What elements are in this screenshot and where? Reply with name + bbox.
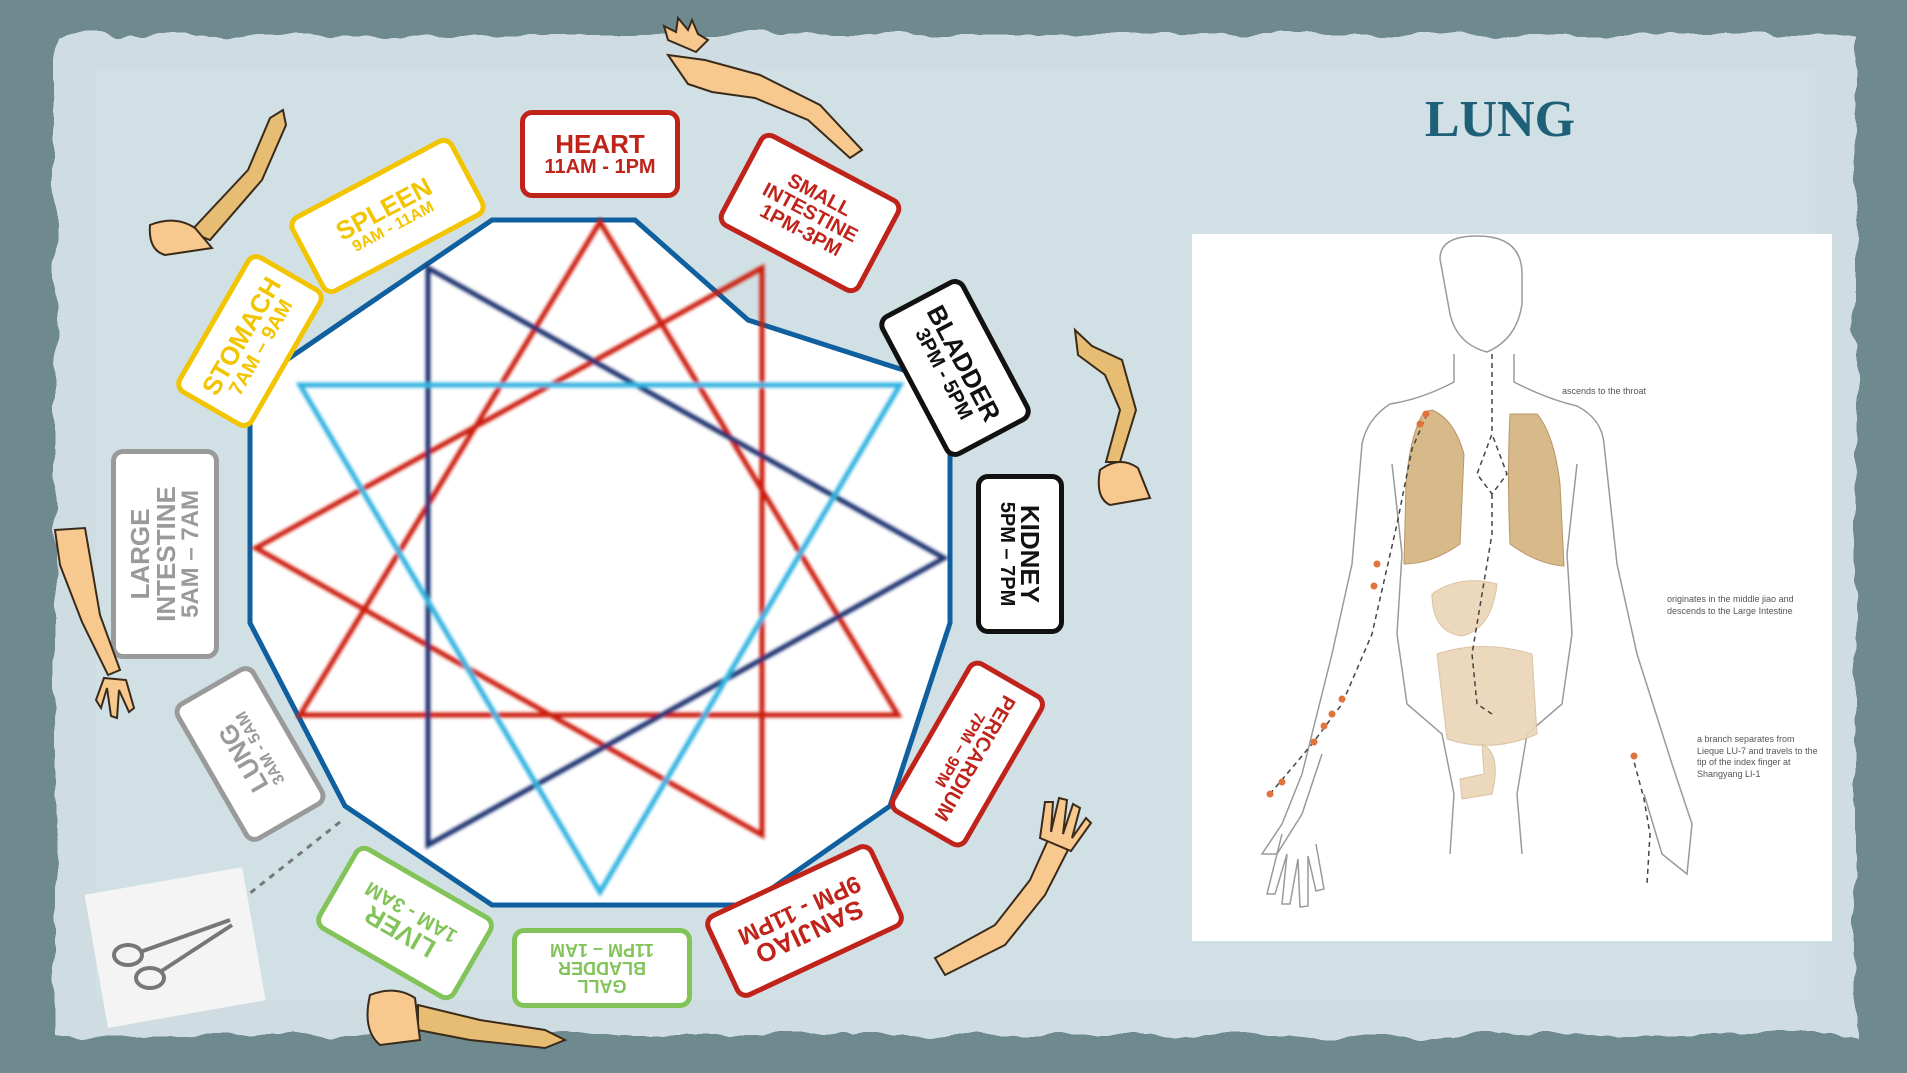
organ-box-heart: HEART 11AM - 1PM xyxy=(520,110,680,198)
organ-time: 5AM – 7AM xyxy=(179,490,203,618)
lung-meridian-figure: ascends to the throat originates in the … xyxy=(1192,234,1832,941)
organ-time: 11AM - 1PM xyxy=(544,157,655,177)
organ-name: HEART xyxy=(555,131,645,157)
dodecagon xyxy=(250,220,950,905)
organ-box-large-intestine: LARGE INTESTINE 5AM – 7AM xyxy=(111,449,219,659)
annotation-throat: ascends to the throat xyxy=(1562,386,1742,398)
body-outline-figure xyxy=(1192,234,1832,941)
colon-shape xyxy=(1460,744,1495,799)
organ-time: 5PM – 7PM xyxy=(997,502,1017,606)
organ-box-kidney: KIDNEY 5PM – 7PM xyxy=(976,474,1064,634)
page-title: LUNG xyxy=(1400,90,1600,149)
meridian-arm-path xyxy=(1270,414,1427,794)
organ-name: GALL BLADDER xyxy=(542,959,662,995)
organ-box-gall-bladder: GALL BLADDER 11PM – 1AM xyxy=(512,928,692,1008)
meridian-right-arm-path xyxy=(1632,754,1650,884)
annotation-middle-jiao: originates in the middle jiao and descen… xyxy=(1667,594,1807,617)
organ-name: KIDNEY xyxy=(1017,505,1043,603)
organ-time: 11PM – 1AM xyxy=(550,941,654,959)
left-lung-shape xyxy=(1404,410,1464,564)
right-lung-shape xyxy=(1509,414,1565,566)
annotation-branch: a branch separates from Lieque LU-7 and … xyxy=(1697,734,1822,781)
intestine-shape xyxy=(1437,647,1537,746)
organ-name: LARGE INTESTINE xyxy=(127,479,179,629)
stomach-shape xyxy=(1432,581,1497,636)
